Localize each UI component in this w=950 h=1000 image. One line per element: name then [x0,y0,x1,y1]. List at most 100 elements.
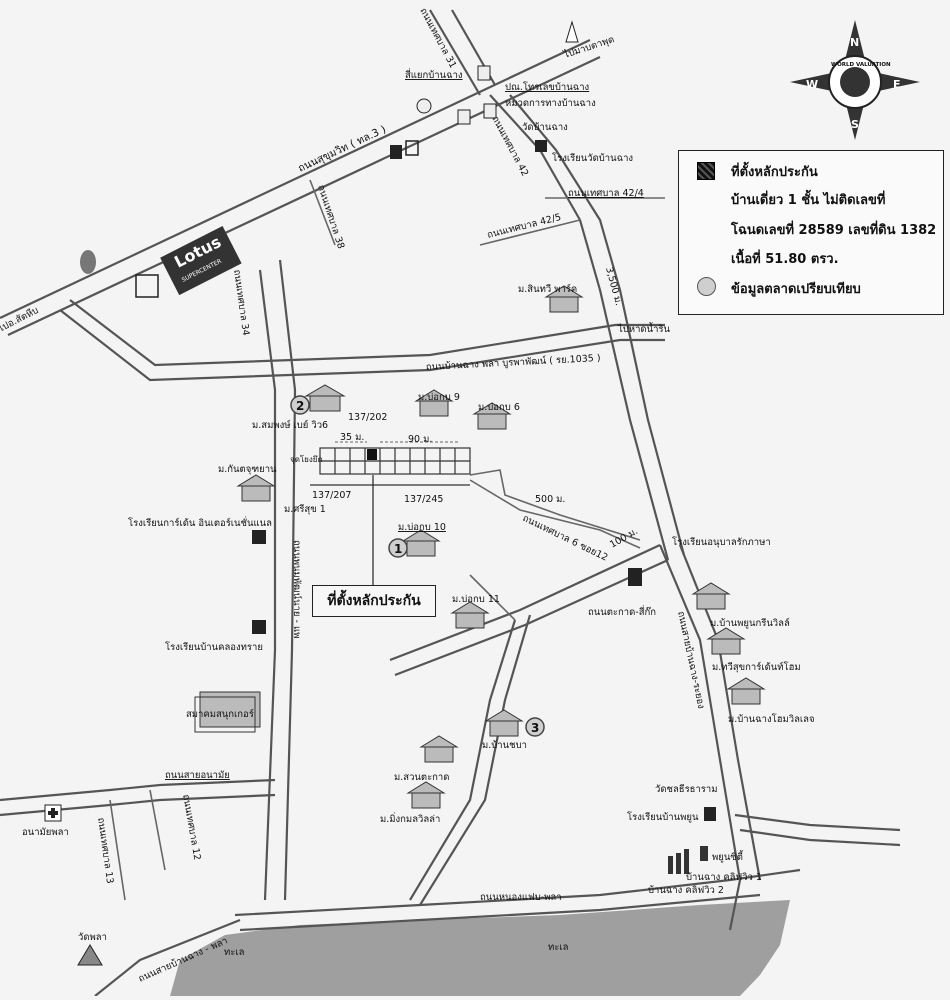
label-bo-kob-10: ม.บ่อกบ 10 [398,522,446,533]
label-tesaban42-4: ถนนเทศบาล 42/4 [568,188,644,199]
label-sea-right: ทะเล [548,942,569,953]
road-banchang-phala-bottom [94,918,241,997]
label-banchang-home: ม.บ้านฉางโฮมวิลเลจ [728,713,815,725]
subject-grid [310,447,471,486]
road-tesaban-42 [489,94,670,561]
legend-panel: ที่ตั้งหลักประกัน บ้านเดี่ยว 1 ชั้น ไม่ต… [678,150,944,315]
temple-icon-bottom [77,944,103,966]
label-tesaban31: ถนนเทศบาล 31 [417,6,458,70]
cafe-icon [416,98,432,114]
legend-area: เนื้อที่ 51.80 ตรว. [731,252,839,267]
svg-text:3: 3 [531,721,539,735]
comparable-swatch-icon [697,277,716,296]
road-tesaban-6-soi-12 [469,479,641,549]
label-phana-phayom: ถนนพนมพัฒน์นาย - แพ [291,540,303,638]
road-nong-faep-phala [234,868,801,917]
svg-text:E: E [893,78,901,91]
label-bo-kob-6: ม.บ่อกบ 6 [478,402,520,413]
label-anuban-school: โรงเรียนอนุบาลรักภาษา [672,536,771,548]
label-mingkwan: ม.มิ่งกมลวิลล่า [380,812,440,825]
label-sai-anamai: ถนนสายอนามัย [165,770,230,781]
road-takat-sikok-b [394,558,669,677]
hospital-icon [44,804,62,822]
sea-area [170,900,790,996]
road-tesaban-13 [109,799,126,901]
label-kanda: ม.กันตจุฑยาน [218,464,277,475]
label-hospital: อนามัยพลา [22,827,69,838]
label-dist-35: 35 ม. [340,432,364,443]
label-to-hat-nam-rin: ไปหาดน้ำริน [617,322,671,335]
road-1035-b [69,299,665,367]
comparable-marker-2[interactable]: 2 [290,395,310,415]
road-tesaban-34-b [278,259,297,901]
comparable-marker-3[interactable]: 3 [525,717,545,737]
label-ban-chaba: ม.บ้านชบา [482,740,527,751]
label-city2: บ้านฉาง คลิฟวิว 2 [648,885,724,896]
label-sea-left: ทะเล [224,947,245,958]
label-post-office: ปณ.โทรเลขบ้านฉาง [505,81,589,93]
road-tesaban-42-5 [479,219,581,246]
road-tesaban-6-soi-12-b [469,469,641,541]
svg-text:W: W [806,78,818,91]
temple-icon-top [565,20,579,43]
svg-text:2: 2 [296,399,304,413]
label-takat-sikok: ถนนตะกาด-สี่ก๊ก [588,605,656,618]
label-sinsiri-park: ม.สินทวี พาร์ค [518,283,577,295]
ptt-icon [80,250,96,274]
label-tesaban38: ถนนเทศบาล 38 [315,184,346,251]
label-bo-kob-11: ม.บ่อกบ 11 [452,594,500,605]
road-east-coast-b [734,813,901,832]
road-central-south-b [419,614,532,906]
label-137-245: 137/245 [404,494,443,505]
svg-text:WORLD VALUATION: WORLD VALUATION [831,62,891,68]
subject-lot [367,449,377,460]
label-dist-90: 90 ม. [408,434,432,445]
lotus-logo [160,225,242,296]
seven-eleven-icons [457,65,497,125]
label-dist-500: 500 ม. [535,494,565,505]
label-sri-suk-1: ม.ศรีสุข 1 [284,503,326,515]
label-137-207: 137/207 [312,490,351,501]
city-tower-icons [668,846,708,874]
label-phun-city: พยูนซิตี้ [712,850,744,863]
subject-swatch-icon [697,162,715,180]
label-tesaban34: ถนนเทศบาล 34 [231,269,251,336]
road-tesaban-42-b [509,94,686,556]
road-tesaban-31 [429,9,481,96]
label-wat-phala: วัดพลา [78,932,107,943]
label-highway-dept: หมวดการทางบ้านฉาง [505,98,596,109]
label-tesaban42-5: ถนนเทศบาล 42/5 [486,212,562,241]
legend-house-type: บ้านเดี่ยว 1 ชั้น ไม่ติดเลขที่ [731,193,886,208]
road-sukhumvit [0,39,601,336]
label-garden-school: โรงเรียนการ์เด้น อินเตอร์เนชั่นแนล [128,516,272,529]
label-road-1035: ถนนบ้านฉาง พลา บูรพาพัฒน์ ( รย.1035 ) [426,352,601,373]
road-tesaban-38 [309,179,336,246]
road-1035 [59,309,665,382]
legend-subject: ที่ตั้งหลักประกัน [731,165,818,180]
road-east-coast [739,828,901,847]
road-central-south [409,619,517,901]
svg-text:S: S [851,118,859,131]
building-icons [194,285,766,809]
svg-text:N: N [850,36,859,49]
label-khlong-sai-school: โรงเรียนบ้านคลองทราย [165,641,263,653]
label-samakhom: สมาคมสนุกเกอร์ [186,708,254,720]
bank-icons [390,140,419,159]
label-school-wat-banchang: โรงเรียนวัดบ้านฉาง [552,152,633,164]
road-takat-sikok [389,544,661,662]
label-phun-school: โรงเรียนบ้านพยูน [627,811,699,823]
school-icons [252,140,716,821]
comparable-marker-1[interactable]: 1 [388,538,408,558]
label-tesaban6-soi12: ถนนเทศบาล 6 ซอย12 [521,513,610,564]
compass-rose: N S W E WORLD VALUATION [790,20,920,140]
label-dist-3500: 3,500 ม. [603,266,624,307]
label-nong-faep-phala: ถนนหนองแฟบ-พลา [480,892,562,903]
label-somphong: ม.สมพงษ์ เบย์ วิว6 [252,419,328,431]
label-banphun-green: ม.บ้านพยูนกรีนวิลล์ [710,617,790,629]
label-wat-banchang: วัดบ้านฉาง [522,122,568,133]
label-sukhumvit: ถนนสุขุมวิท ( ทล.3 ) [296,123,388,174]
road-sai-anamai [0,778,276,802]
road-tesaban-12 [149,789,166,871]
